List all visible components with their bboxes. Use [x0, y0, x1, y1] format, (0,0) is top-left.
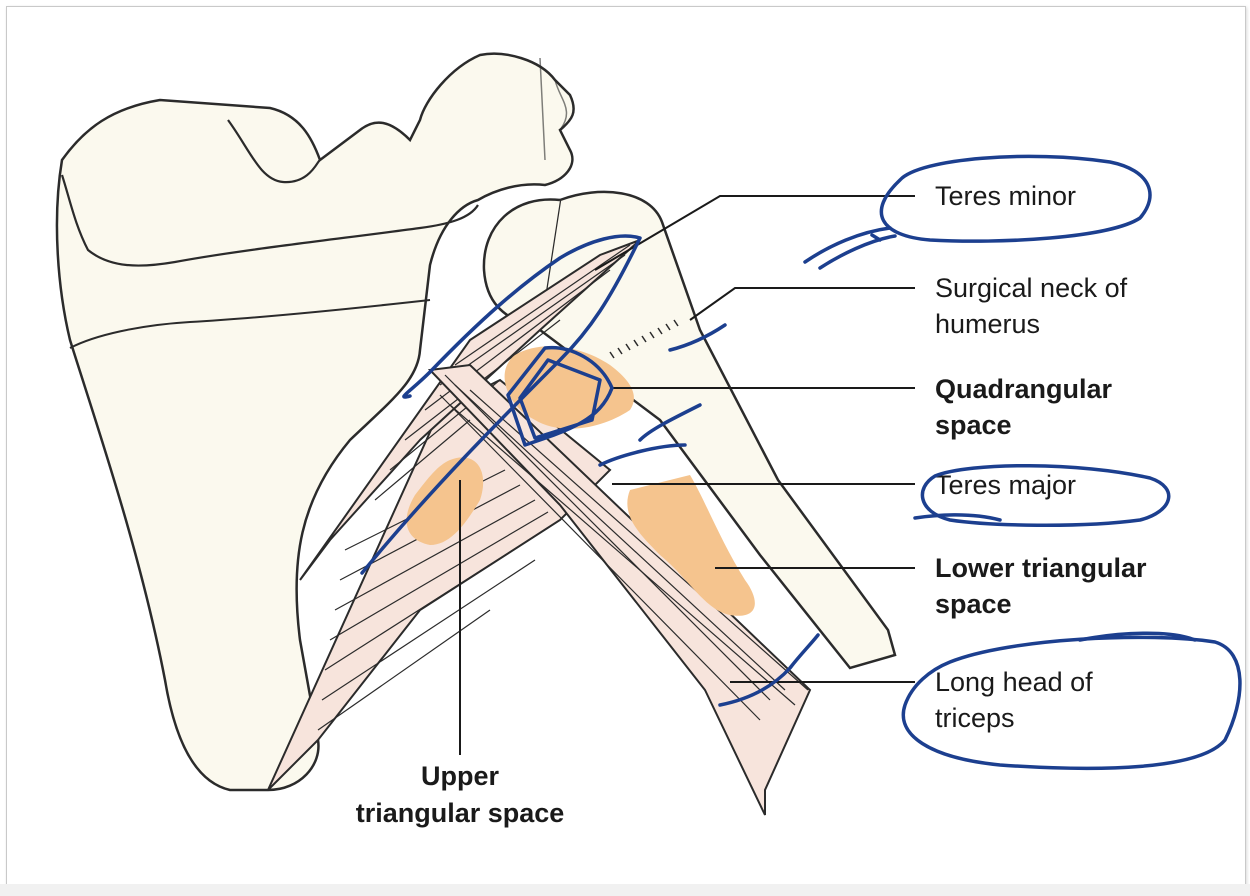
label-quadrangular-line2: space [935, 410, 1012, 440]
label-long-head-line1: Long head of [935, 667, 1093, 697]
label-teres-major: Teres major [935, 470, 1076, 500]
label-surgical-neck-line1: Surgical neck of [935, 273, 1128, 303]
tick-teres-minor [805, 228, 895, 268]
tick-teres-minor-2 [872, 235, 880, 240]
label-surgical-neck-line2: humerus [935, 309, 1040, 339]
label-teres-minor: Teres minor [935, 181, 1076, 211]
label-quadrangular-line1: Quadrangular [935, 374, 1113, 404]
label-lower-triangular-line2: space [935, 589, 1012, 619]
tick-teres-major [915, 515, 1000, 520]
leader-surgical-neck [690, 288, 915, 320]
label-long-head-line2: triceps [935, 703, 1015, 733]
label-upper-triangular-line2: triangular space [356, 798, 565, 828]
label-upper-triangular-line1: Upper [421, 761, 500, 791]
label-lower-triangular-line1: Lower triangular [935, 553, 1147, 583]
